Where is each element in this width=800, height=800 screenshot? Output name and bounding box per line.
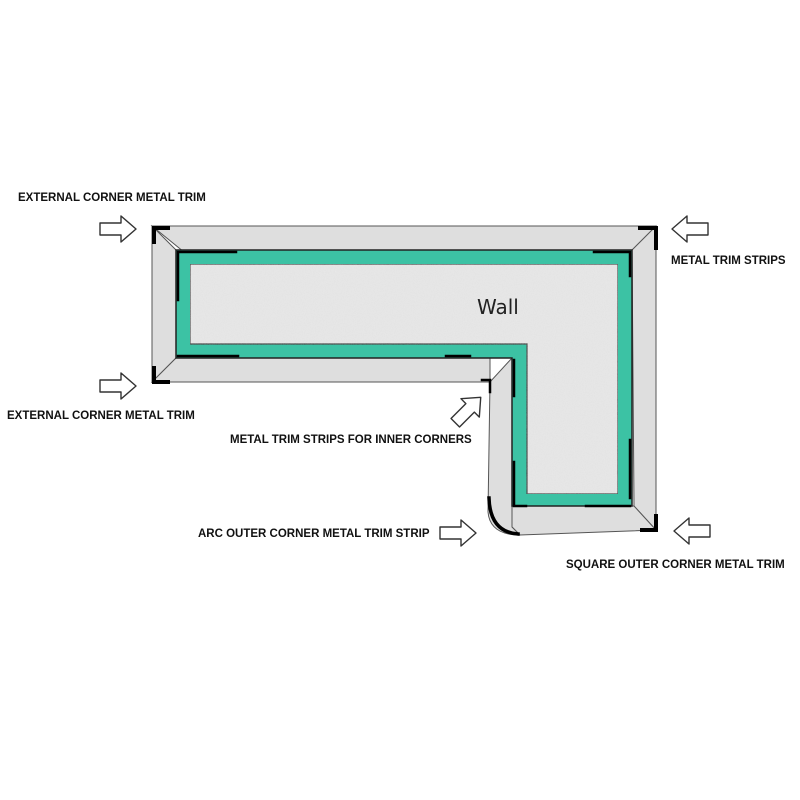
trim-edge-arc <box>512 460 528 508</box>
trim-edge-tl <box>176 250 238 302</box>
label-square-outer-corner: SQUARE OUTER CORNER METAL TRIM <box>566 559 785 571</box>
arc-outer-corner-trim <box>487 496 520 536</box>
pointer-arrows <box>99 215 711 547</box>
external-corner-trim-bottom <box>152 366 170 384</box>
surround-right <box>631 224 657 532</box>
label-inner-corners: METAL TRIM STRIPS FOR INNER CORNERS <box>230 434 472 446</box>
outline-arrow-icon <box>450 396 482 428</box>
external-corner-trim-top <box>152 226 170 244</box>
label-external-corner-bottom: EXTERNAL CORNER METAL TRIM <box>7 410 195 422</box>
metal-trim-pieces <box>152 226 658 536</box>
surround-bottom-left <box>150 357 491 383</box>
outline-arrow-icon <box>439 519 477 547</box>
labels: EXTERNAL CORNER METAL TRIM EXTERNAL CORN… <box>7 192 786 571</box>
surround-left <box>151 224 177 384</box>
outline-arrow-icon <box>671 215 709 243</box>
metal-trim-strip-top-right <box>638 226 658 250</box>
label-arc-outer-corner: ARC OUTER CORNER METAL TRIM STRIP <box>198 528 430 540</box>
label-metal-trim-strips: METAL TRIM STRIPS <box>671 255 786 267</box>
trim-edge-tr <box>592 250 632 278</box>
label-external-corner-top: EXTERNAL CORNER METAL TRIM <box>18 192 206 204</box>
surround-bottom-right <box>511 505 658 536</box>
outline-arrow-icon <box>673 517 711 545</box>
trim-edge-inner <box>444 354 516 398</box>
surround-top <box>150 225 657 253</box>
outline-arrow-icon <box>99 215 137 243</box>
wall-surface <box>189 263 619 495</box>
square-outer-corner-trim <box>640 514 658 532</box>
inner-corner-trim-strip <box>480 378 492 394</box>
wall-label: Wall <box>477 295 519 319</box>
outline-arrow-icon <box>99 372 137 400</box>
